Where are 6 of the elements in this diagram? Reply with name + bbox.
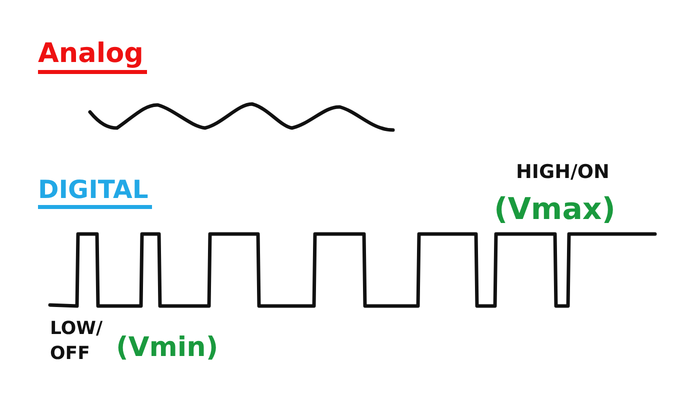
state-label: LOW/ OFF: [50, 317, 103, 366]
section-heading: DIGITAL: [38, 177, 152, 210]
voltage-label: (Vmin): [116, 334, 218, 362]
state-label: HIGH/ON: [516, 163, 610, 183]
voltage-label: (Vmax): [494, 194, 616, 226]
section-heading: Analog: [38, 40, 148, 74]
